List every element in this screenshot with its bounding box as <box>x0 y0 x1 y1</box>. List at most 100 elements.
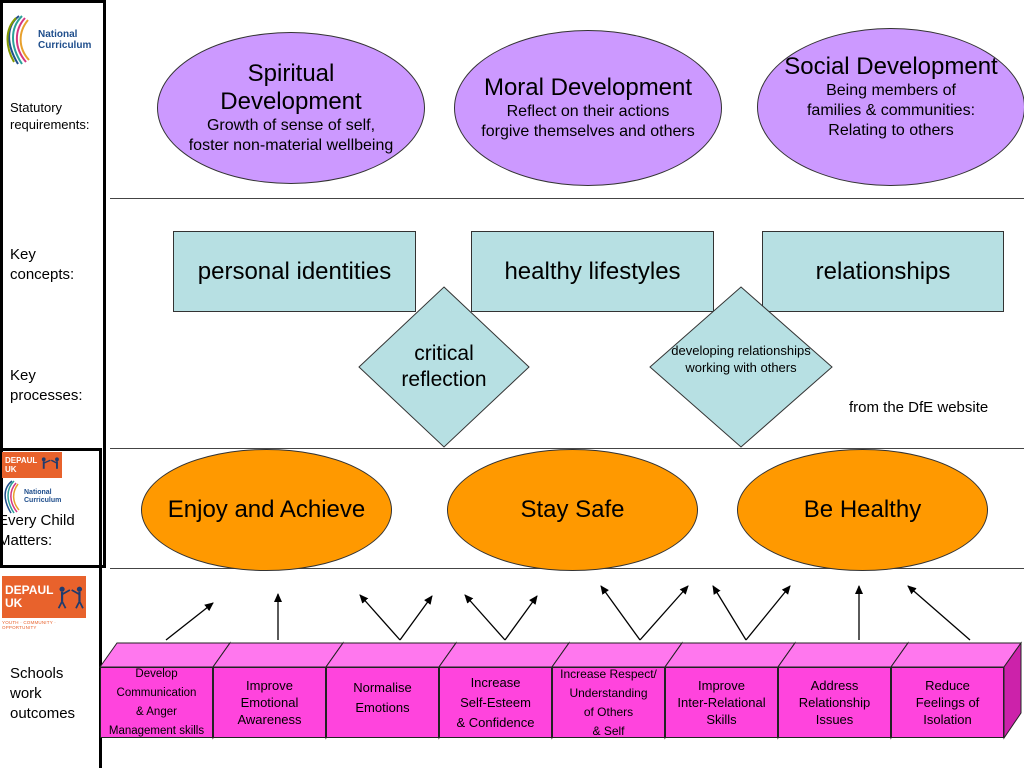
arrow-3b <box>399 595 433 641</box>
outcome-box-2: Improve Emotional Awareness <box>213 667 326 738</box>
outcome-5-line-4: & Self <box>592 723 625 738</box>
national-curriculum-logo: National Curriculum <box>4 14 91 66</box>
statutory-label-line-1: Statutory <box>10 100 63 115</box>
spiritual-subtitle-line-2: foster non-material wellbeing <box>188 137 394 154</box>
depaul-uk-logo-small: DEPAUL UK <box>2 452 62 478</box>
moral-development-ellipse: Moral Development Reflect on their actio… <box>454 30 722 186</box>
arrow-1 <box>165 602 214 641</box>
depaul-small-line-1: DEPAUL <box>5 456 38 465</box>
key-processes-label-line-2: processes: <box>10 387 83 404</box>
outcome-box-8: Reduce Feelings of Isolation <box>891 667 1004 738</box>
arrow-3a <box>359 594 401 641</box>
ecm-enjoy-and-achieve: Enjoy and Achieve <box>141 449 392 571</box>
outcome-1-line-3: & Anger <box>136 705 177 718</box>
concept-healthy-lifestyles: healthy lifestyles <box>471 231 714 312</box>
social-subtitle-line-1: Being members of <box>826 82 956 99</box>
key-concepts-label-line-1: Key <box>10 246 36 263</box>
national-curriculum-logo-small: National Curriculum <box>2 480 61 514</box>
outcome-box-6: Improve Inter-Relational Skills <box>665 667 778 738</box>
moral-title: Moral Development <box>483 74 693 101</box>
arrow-4a <box>464 594 506 641</box>
outcome-box-1: Develop Communication & Anger Management… <box>100 667 213 738</box>
spiritual-subtitle-line-1: Growth of sense of self, <box>206 117 376 134</box>
concept-relationships: relationships <box>762 231 1004 312</box>
developing-relationships-diamond: developing relationships working with ot… <box>646 276 836 442</box>
figures-reaching-icon-large <box>58 586 85 609</box>
outcome-6-line-3: Skills <box>706 712 737 727</box>
critical-reflection-diamond: critical reflection <box>355 284 533 450</box>
schools-work-outcomes-label: Schools work outcomes <box>10 664 75 724</box>
outcome-7-line-2: Relationship <box>798 695 871 710</box>
moral-subtitle-line-2: forgive themselves and others <box>481 123 695 140</box>
critical-reflection-line-2: reflection <box>401 368 487 391</box>
ecm-be-healthy: Be Healthy <box>737 449 988 571</box>
depaul-uk-logo-large: DEPAUL UK YOUTH · COMMUNITY · OPPORTUNIT… <box>2 576 86 630</box>
national-curriculum-swirl-icon <box>6 15 30 65</box>
outcome-4-line-3: & Confidence <box>456 714 535 730</box>
nc-small-line-1: National <box>24 489 52 496</box>
critical-reflection-diamond-shape <box>358 286 530 448</box>
outcome-arrows <box>165 585 971 641</box>
outcome-box-3: Normalise Emotions <box>326 667 439 738</box>
key-concepts-label-line-2: concepts: <box>10 266 75 283</box>
outcome-1-line-4: Management skills <box>108 724 205 737</box>
developing-relationships-diamond-shape <box>649 286 833 448</box>
figures-reaching-icon <box>42 457 60 469</box>
outcome-4-line-2: Self-Esteem <box>460 694 531 710</box>
arrow-5a <box>600 585 641 641</box>
arrow-5b <box>639 585 689 641</box>
ecm-stay-safe: Stay Safe <box>447 449 698 571</box>
outcome-1-line-1: Develop <box>135 667 178 680</box>
outcome-box-7: Address Relationship Issues <box>778 667 891 738</box>
social-subtitle-line-2: families & communities: <box>806 102 976 119</box>
ecm-label-line-2: Matters: <box>0 532 53 549</box>
outcome-8-line-3: Isolation <box>923 712 972 727</box>
social-development-ellipse: Social Development Being members of fami… <box>757 28 1024 186</box>
outcome-6-line-2: Inter-Relational <box>677 695 766 710</box>
depaul-tagline: YOUTH · COMMUNITY · OPPORTUNITY <box>2 620 56 630</box>
every-child-matters-label: Every Child Matters: <box>0 511 75 551</box>
outcome-7-line-3: Issues <box>815 712 854 727</box>
outcome-3-line-1: Normalise <box>353 679 412 695</box>
arrow-6a <box>712 585 747 641</box>
outcomes-label-line-2: work <box>10 685 42 702</box>
developing-relationships-line-1: developing relationships <box>671 343 811 358</box>
depaul-large-line-2: UK <box>5 596 23 610</box>
outcome-6-line-1: Improve <box>698 678 745 693</box>
statutory-label-line-2: requirements: <box>10 117 90 132</box>
social-title: Social Development <box>784 53 998 80</box>
divider-statutory <box>110 198 1024 199</box>
depaul-small-line-2: UK <box>5 465 17 474</box>
concept-personal-identities: personal identities <box>173 231 416 312</box>
outcome-2-line-2: Emotional <box>240 695 299 710</box>
statutory-label: Statutory requirements: <box>10 99 89 133</box>
nc-logo-line-1: National <box>38 29 78 40</box>
outcomes-label-line-1: Schools <box>10 665 64 682</box>
arrow-6b <box>745 585 791 641</box>
social-subtitle-line-3: Relating to others <box>828 122 954 139</box>
key-processes-label-line-1: Key <box>10 367 36 384</box>
key-processes-label: Key processes: <box>10 366 83 406</box>
outcome-8-line-2: Feelings of <box>915 695 980 710</box>
ecm-sidebar-frame <box>0 448 102 568</box>
national-curriculum-swirl-icon-small <box>4 480 20 514</box>
critical-reflection-line-1: critical <box>414 342 474 365</box>
key-concepts-label: Key concepts: <box>10 245 74 285</box>
outcomes-label-line-3: outcomes <box>10 705 76 722</box>
outcome-2-line-3: Awareness <box>237 712 302 727</box>
arrow-4b <box>504 595 538 641</box>
outcome-5-line-3: of Others <box>583 704 634 719</box>
arrow-8 <box>907 585 971 641</box>
depaul-large-line-1: DEPAUL <box>5 583 54 597</box>
nc-logo-line-2: Curriculum <box>38 40 92 51</box>
outcome-box-5: Increase Respect/ Understanding of Other… <box>552 667 665 738</box>
outcome-5-line-2: Understanding <box>569 685 648 700</box>
moral-subtitle-line-1: Reflect on their actions <box>506 103 670 120</box>
outcome-7-line-1: Address <box>810 678 859 693</box>
outcome-3-line-2: Emotions <box>355 699 410 715</box>
ecm-label-line-1: Every Child <box>0 512 75 529</box>
source-note: from the DfE website <box>849 399 989 416</box>
spiritual-title-line-2: Development <box>220 88 362 115</box>
outcome-4-line-1: Increase <box>470 674 521 690</box>
nc-small-line-2: Curriculum <box>24 497 62 504</box>
